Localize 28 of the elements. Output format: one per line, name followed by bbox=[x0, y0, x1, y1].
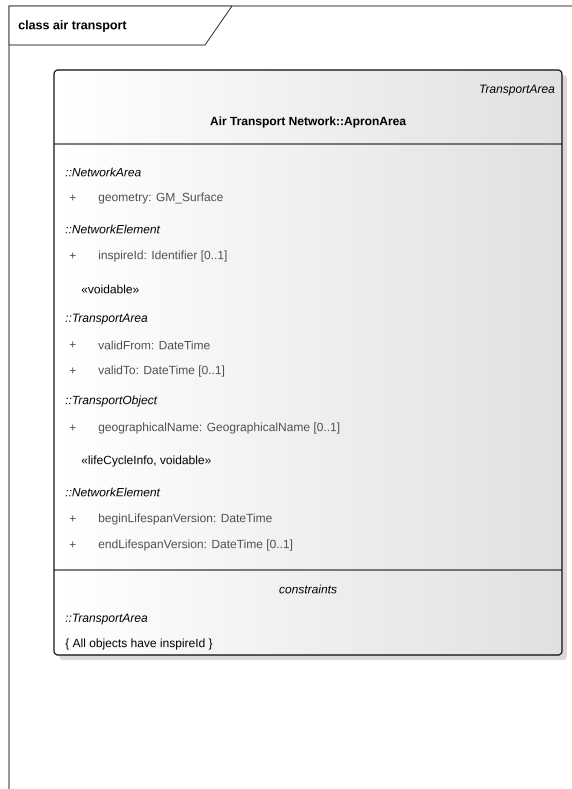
attribute-text: geometry: GM_Surface bbox=[98, 192, 223, 204]
attribute-text: validTo: DateTime [0..1] bbox=[98, 365, 224, 377]
visibility-marker: + bbox=[70, 368, 76, 374]
class-name: Air Transport Network::ApronArea bbox=[210, 116, 406, 128]
visibility-marker: + bbox=[70, 252, 76, 258]
namespace-label: ::TransportObject bbox=[66, 395, 158, 407]
visibility-marker: + bbox=[70, 342, 76, 348]
frame-tab: class air transport bbox=[8, 6, 233, 46]
visibility-marker: + bbox=[70, 542, 76, 548]
namespace-label: ::NetworkElement bbox=[66, 224, 160, 234]
stereotype-label: «voidable» bbox=[82, 284, 139, 294]
stereotype-label: TransportArea bbox=[480, 84, 554, 96]
visibility-marker: + bbox=[70, 424, 76, 430]
attribute-text: inspireId: Identifier [0..1] bbox=[99, 250, 226, 262]
class-box bbox=[53, 69, 567, 660]
namespace-label: ::TransportArea bbox=[66, 314, 148, 324]
constraint-text: { All objects have inspireId } bbox=[65, 638, 212, 650]
attribute-text: geographicalName: GeographicalName [0..1] bbox=[98, 422, 340, 434]
namespace-label: ::TransportArea bbox=[66, 614, 148, 624]
namespace-label: ::NetworkArea bbox=[66, 168, 141, 176]
namespace-label: ::NetworkElement bbox=[66, 488, 160, 496]
stereotype-label: «lifeCycleInfo, voidable» bbox=[82, 455, 211, 467]
attribute-text: beginLifespanVersion: DateTime bbox=[98, 513, 272, 525]
compartment-title: constraints bbox=[279, 584, 337, 594]
visibility-marker: + bbox=[70, 516, 76, 522]
visibility-marker: + bbox=[70, 194, 76, 200]
attribute-text: validFrom: DateTime bbox=[98, 340, 210, 350]
attribute-text: endLifespanVersion: DateTime [0..1] bbox=[98, 539, 292, 551]
